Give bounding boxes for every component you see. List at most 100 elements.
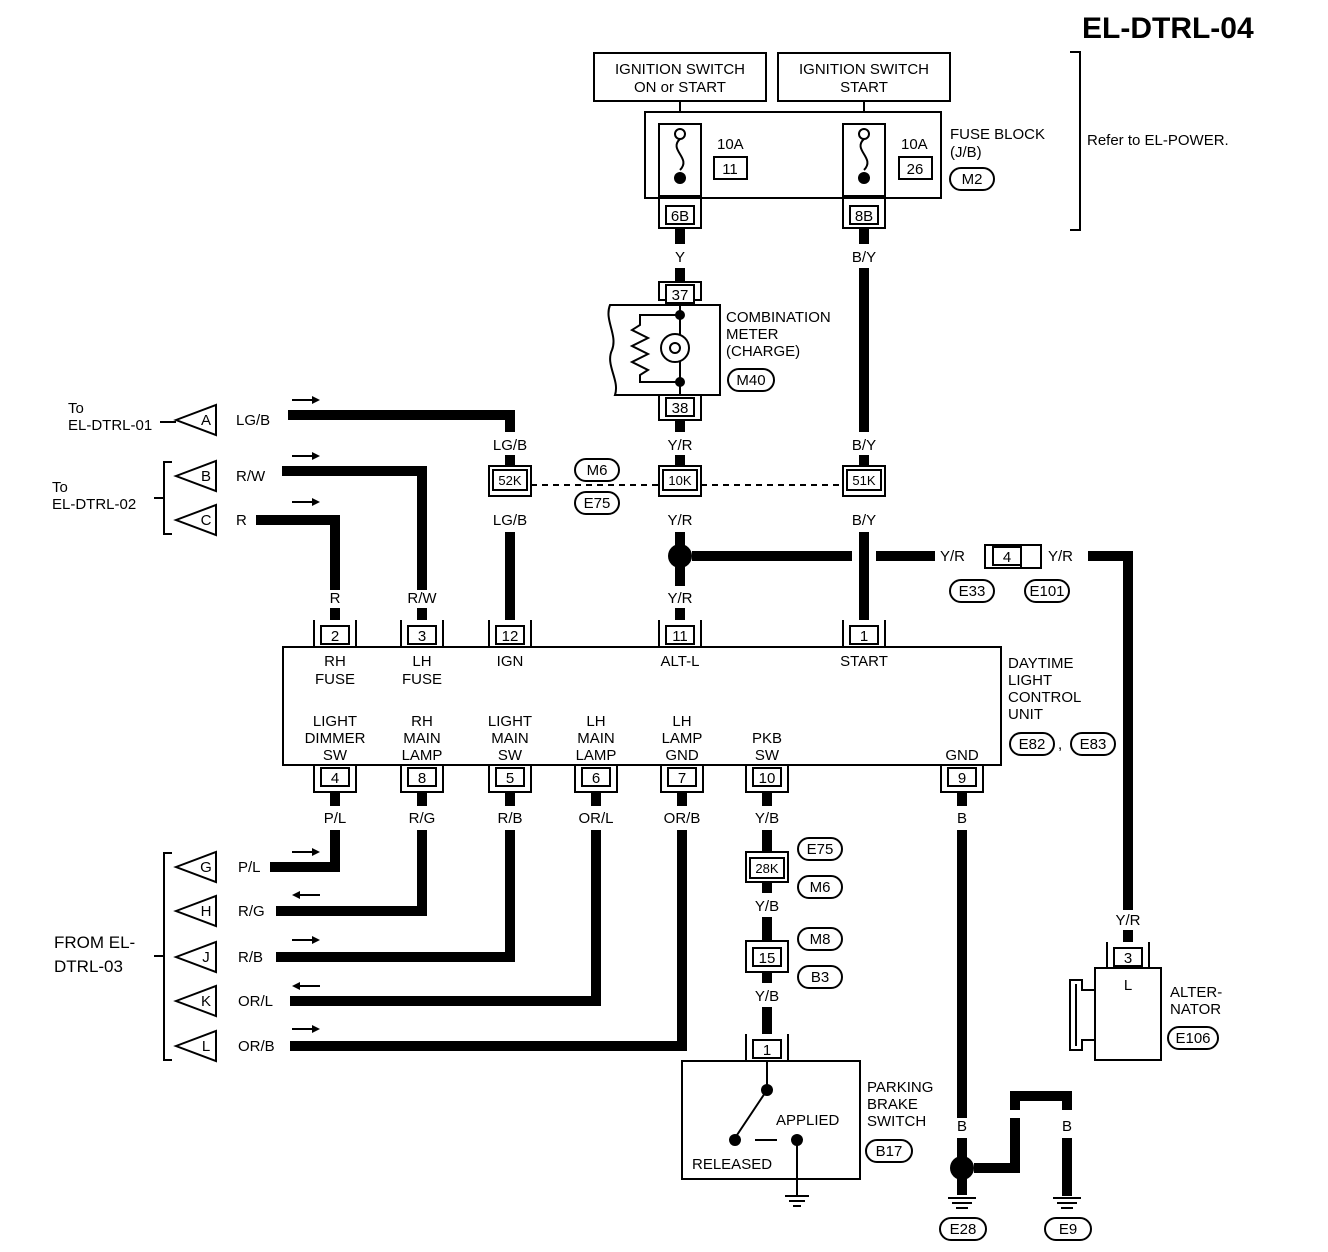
svg-text:LH: LH	[672, 713, 691, 730]
unit-bottom-pin-8: RH MAIN LAMP 8	[400, 713, 444, 793]
svg-text:LIGHT: LIGHT	[488, 713, 532, 730]
wire-label-by-top: B/Y	[852, 249, 876, 266]
svg-text:RH: RH	[324, 653, 346, 670]
terminal-6b: 6B	[658, 198, 702, 229]
from-label-1: FROM EL-	[54, 933, 135, 952]
meter-label-3: (CHARGE)	[726, 343, 800, 360]
alternator-label-1: ALTER-	[1170, 984, 1222, 1001]
meter-conn: M40	[736, 372, 765, 389]
svg-text:8: 8	[418, 770, 426, 787]
wire-label-orb-l: OR/B	[238, 1038, 275, 1055]
svg-text:1: 1	[860, 628, 868, 645]
fuse2-number: 26	[907, 161, 924, 178]
svg-text:3: 3	[1124, 950, 1132, 967]
svg-text:15: 15	[759, 950, 776, 967]
wire-label-rb-j: R/B	[238, 949, 263, 966]
svg-text:LH: LH	[412, 653, 431, 670]
terminal-8b: 8B	[842, 198, 886, 229]
wire-label-pl: P/L	[324, 810, 347, 827]
svg-text:SW: SW	[323, 747, 348, 764]
wire-label-orl-k: OR/L	[238, 993, 273, 1010]
arrow-k: K	[173, 984, 217, 1018]
to-label-2: To	[52, 479, 68, 496]
unit-top-pin-1: 1 START	[840, 620, 888, 670]
svg-text:LAMP: LAMP	[402, 747, 443, 764]
combination-meter: 37 38	[607, 281, 721, 421]
alternator-label-2: NATOR	[1170, 1001, 1221, 1018]
joint-connector-row: 52K 10K 51K M6 E75	[488, 458, 886, 515]
joint-28k: 28K	[745, 851, 789, 883]
wire-label-lgb-2: LG/B	[493, 512, 527, 529]
svg-text:12: 12	[502, 628, 519, 645]
wire-label-lgb-1: LG/B	[493, 437, 527, 454]
connector-15: 15	[745, 940, 789, 973]
connector-e33-e101: 4	[984, 544, 1042, 569]
svg-text:LAMP: LAMP	[662, 730, 703, 747]
unit-top-pin-11: 11 ALT-L	[658, 620, 702, 670]
fuse-block-label-1: FUSE BLOCK	[950, 126, 1045, 143]
svg-text:LIGHT: LIGHT	[313, 713, 357, 730]
svg-text:RH: RH	[411, 713, 433, 730]
svg-text:J: J	[202, 949, 210, 966]
pbs-label-1: PARKING	[867, 1079, 933, 1096]
fuse-block-conn: M2	[962, 171, 983, 188]
ign-on-line1: IGNITION SWITCH	[615, 61, 745, 78]
conn-e101: E101	[1029, 583, 1064, 600]
unit-bottom-pin-5: LIGHT MAIN SW 5	[488, 713, 532, 793]
svg-text:DIMMER: DIMMER	[305, 730, 366, 747]
ign-on-line2: ON or START	[634, 79, 726, 96]
wire-label-yr-alt: Y/R	[1115, 912, 1140, 929]
svg-text:3: 3	[418, 628, 426, 645]
wire-label-yb-1: Y/B	[755, 810, 779, 827]
to-label-1: To	[68, 400, 84, 417]
svg-text:1: 1	[763, 1042, 771, 1059]
wire-label-orl: OR/L	[578, 810, 613, 827]
wire-label-lgb-a: LG/B	[236, 412, 270, 429]
svg-text:MAIN: MAIN	[577, 730, 615, 747]
wire-label-yr-3: Y/R	[667, 590, 692, 607]
alternator: 3 L	[1069, 942, 1162, 1061]
svg-text:H: H	[201, 903, 212, 920]
wire-label-b-3: B	[1010, 1118, 1020, 1135]
ground-e28: E28	[939, 1197, 987, 1241]
wire-label-yb-2: Y/B	[755, 898, 779, 915]
joint-10k: 10K	[668, 473, 691, 488]
wire-label-rg: R/G	[409, 810, 436, 827]
fuse1-number: 11	[722, 161, 738, 178]
svg-text:5: 5	[506, 770, 514, 787]
svg-text:8B: 8B	[855, 208, 873, 225]
pbs-label-3: SWITCH	[867, 1113, 926, 1130]
arrow-j: J	[173, 940, 217, 974]
svg-text:4: 4	[1003, 549, 1011, 566]
svg-text:G: G	[200, 859, 212, 876]
parking-brake-switch: 1 APPLIED RELEASED	[681, 1034, 861, 1207]
unit-bottom-pin-9: GND 9	[940, 747, 984, 793]
joint-52k: 52K	[498, 473, 521, 488]
conn-m8: M8	[810, 931, 831, 948]
ignition-switch-on-box: IGNITION SWITCH ON or START	[593, 52, 767, 102]
svg-text:IGN: IGN	[497, 653, 524, 670]
svg-text:MAIN: MAIN	[403, 730, 441, 747]
svg-text:ALT-L: ALT-L	[661, 653, 700, 670]
refer-text: Refer to EL-POWER.	[1087, 132, 1229, 149]
meter-label-2: METER	[726, 326, 779, 343]
ign-start-line1: IGNITION SWITCH	[799, 61, 929, 78]
unit-bottom-pin-4: LIGHT DIMMER SW 4	[305, 713, 366, 793]
svg-text:LAMP: LAMP	[576, 747, 617, 764]
pbs-label-2: BRAKE	[867, 1096, 918, 1113]
svg-text:K: K	[201, 993, 211, 1010]
wire-label-yr-2: Y/R	[667, 512, 692, 529]
svg-text:SW: SW	[755, 747, 780, 764]
svg-text:GND: GND	[665, 747, 699, 764]
wire-label-rw-2: R/W	[407, 590, 437, 607]
ground-e9: E9	[1044, 1197, 1092, 1241]
wire-label-yb-3: Y/B	[755, 988, 779, 1005]
fuse-block-label-2: (J/B)	[950, 144, 982, 161]
unit-top-pin-2: 2 RH FUSE	[313, 620, 357, 688]
unit-conn-e82: E82	[1019, 736, 1046, 753]
daytime-light-control-unit: 2 RH FUSE 3 LH FUSE 12 IGN 11 ALT-L 1	[282, 620, 1002, 793]
arrow-a: A	[173, 403, 217, 437]
pbs-applied: APPLIED	[776, 1112, 840, 1129]
wire-label-rg-h: R/G	[238, 903, 265, 920]
